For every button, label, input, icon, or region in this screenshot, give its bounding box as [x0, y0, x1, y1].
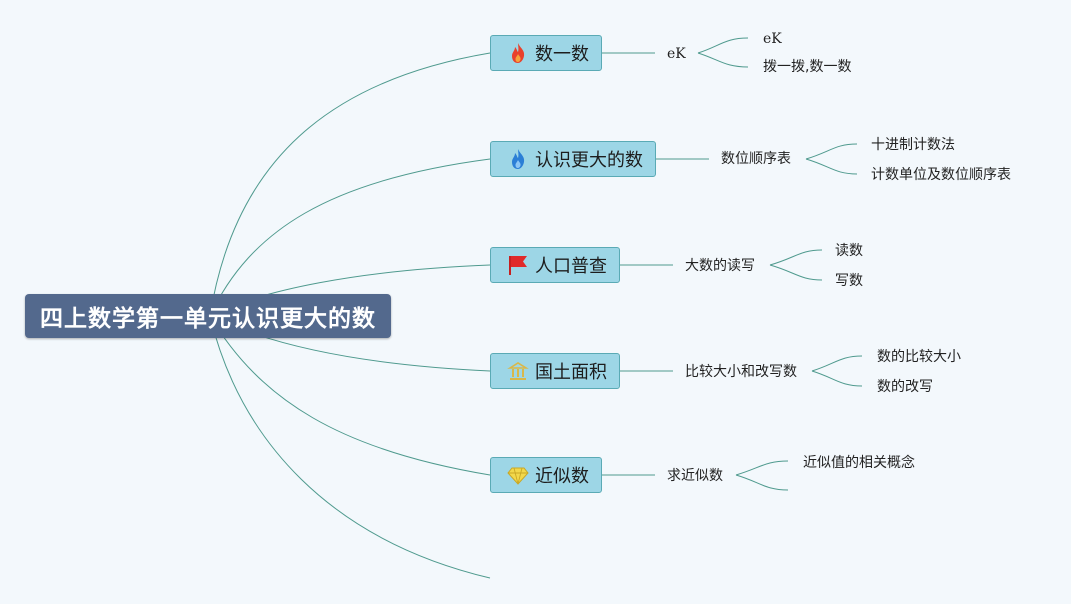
branch-title: 人口普查	[535, 256, 607, 277]
subtopic-label[interactable]: 求近似数	[667, 468, 723, 484]
subtopic-label[interactable]: 比较大小和改写数	[685, 364, 797, 380]
branch-topic-approximate[interactable]: 近似数	[490, 457, 602, 493]
leaf-connector	[805, 158, 858, 175]
leaf-topic[interactable]: 计数单位及数位顺序表	[871, 167, 1011, 183]
branch-title: 国土面积	[535, 362, 607, 383]
fire-icon	[507, 42, 529, 64]
branch-topic-territory[interactable]: 国土面积	[490, 353, 620, 389]
leaf-topic[interactable]: 数的比较大小	[877, 349, 961, 365]
subtopic-label[interactable]: eK	[667, 46, 686, 62]
subtopic-label[interactable]: 数位顺序表	[721, 151, 791, 167]
leaf-connector	[769, 249, 823, 266]
leaf-topic[interactable]: 写数	[835, 273, 863, 289]
leaf-connector	[735, 474, 789, 491]
branch-title: 近似数	[535, 466, 589, 487]
leaf-topic[interactable]: 数的改写	[877, 379, 933, 395]
root-topic[interactable]: 四上数学第一单元认识更大的数	[25, 294, 391, 338]
leaf-topic[interactable]: 拨一拨,数一数	[763, 59, 852, 75]
leaf-connector	[769, 264, 823, 281]
branch-title: 认识更大的数	[535, 150, 643, 171]
root-connector	[209, 315, 491, 476]
leaf-connector	[697, 37, 749, 54]
leaf-topic[interactable]: 读数	[835, 243, 863, 259]
leaf-connector	[735, 460, 789, 476]
leaf-connector	[805, 143, 858, 160]
branch-topic-recognize[interactable]: 认识更大的数	[490, 141, 656, 177]
leaf-connector	[697, 52, 749, 68]
leaf-connector	[811, 370, 863, 387]
branch-title: 数一数	[535, 44, 589, 65]
root-connector	[209, 52, 491, 317]
subtopic-label[interactable]: 大数的读写	[685, 258, 755, 274]
branch-topic-census[interactable]: 人口普查	[490, 247, 620, 283]
leaf-topic[interactable]: eK	[763, 31, 782, 47]
root-connector	[209, 315, 491, 579]
red-flag-icon	[507, 254, 529, 276]
blue-flame-icon	[507, 148, 529, 170]
building-icon	[507, 360, 529, 382]
branch-topic-count[interactable]: 数一数	[490, 35, 602, 71]
leaf-connector	[811, 355, 863, 372]
root-connector	[209, 158, 491, 317]
diamond-icon	[507, 464, 529, 486]
leaf-topic[interactable]: 近似值的相关概念	[803, 455, 915, 471]
leaf-topic[interactable]: 十进制计数法	[871, 137, 955, 153]
